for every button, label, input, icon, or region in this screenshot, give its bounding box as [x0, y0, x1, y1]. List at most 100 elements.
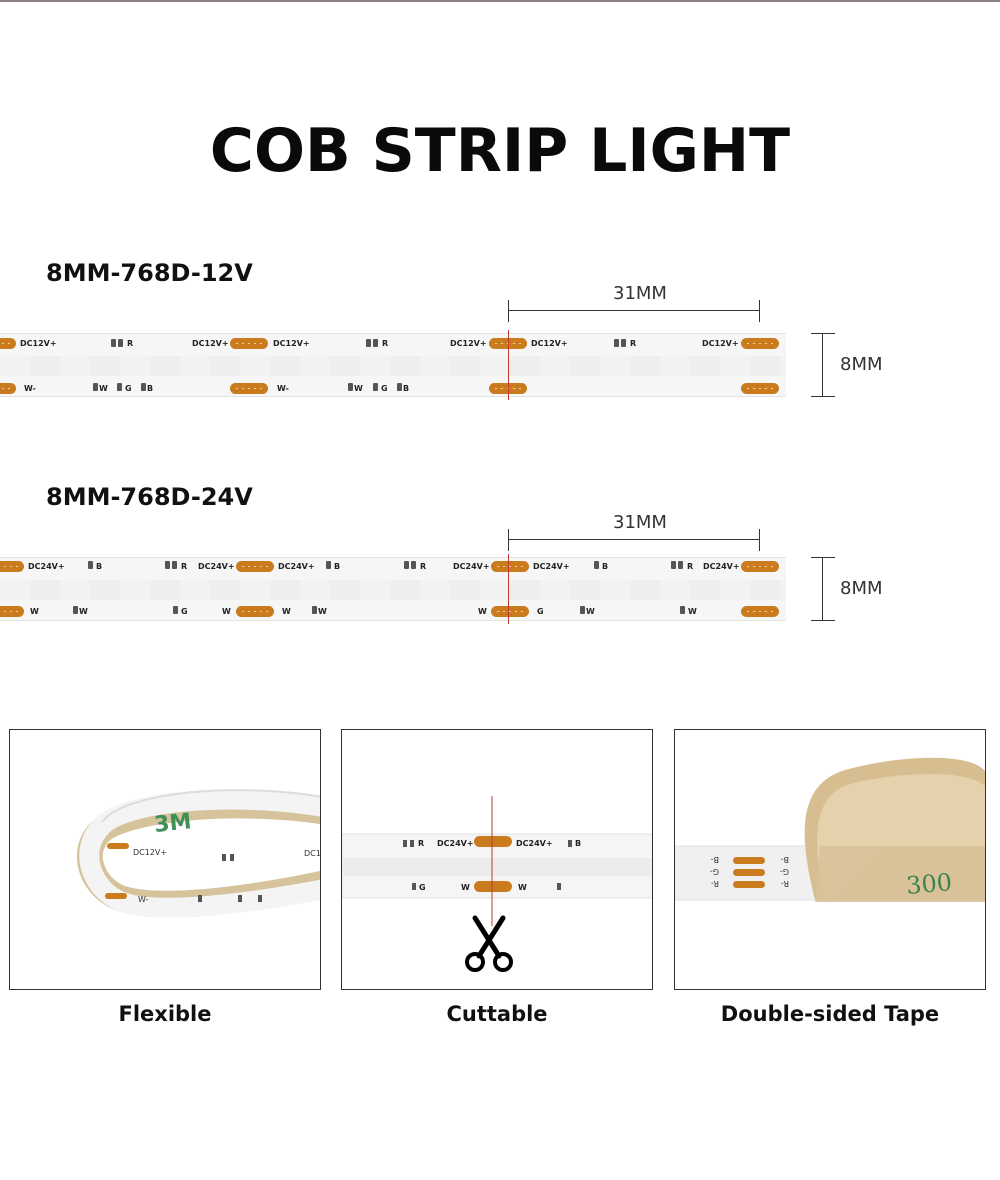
pad-label: DC24V+ [28, 562, 65, 571]
pad-label: G- [710, 867, 719, 876]
component [173, 606, 178, 614]
component [165, 561, 170, 569]
width-label: 8MM [840, 578, 883, 599]
component [93, 383, 98, 391]
pad-label: DC12V+ [273, 339, 310, 348]
component [326, 561, 331, 569]
pad-label: W [99, 384, 108, 393]
pad-label: R [181, 562, 188, 571]
solder-pad [474, 881, 512, 892]
solder-pad [0, 338, 16, 349]
component [397, 383, 402, 391]
component [348, 383, 353, 391]
cut-mark [508, 554, 509, 624]
solder-pad [491, 561, 529, 572]
pad-label: W- [24, 384, 36, 393]
tape-print-text: 300 [905, 868, 953, 900]
scissors-icon [465, 915, 513, 972]
component [141, 383, 146, 391]
pad-label: W [688, 607, 697, 616]
width-label: 8MM [840, 354, 883, 375]
pad-label: R [382, 339, 389, 348]
pad-label: W [79, 607, 88, 616]
component [404, 561, 409, 569]
component [678, 561, 683, 569]
pad-label: R [420, 562, 427, 571]
pad-label: B [147, 384, 154, 393]
model-label-24v: 8MM-768D-24V [46, 483, 253, 511]
pad-label: G [537, 607, 544, 616]
width-dim-top [811, 557, 835, 558]
component [312, 606, 317, 614]
component [373, 339, 378, 347]
cuttable-strip-illustration: R DC24V+ DC24V+ B G W W [342, 796, 652, 972]
length-dim-line [508, 310, 760, 311]
top-border [0, 0, 1000, 2]
component [73, 606, 78, 614]
cob-emitter [0, 356, 786, 376]
component [410, 840, 414, 847]
pad-label: G [125, 384, 132, 393]
tape-brand-text: 3M [153, 809, 193, 838]
solder-pad [107, 843, 129, 849]
page-title: COB STRIP LIGHT [209, 116, 791, 186]
component [671, 561, 676, 569]
component [366, 339, 371, 347]
length-label: 31MM [613, 512, 667, 533]
caption-double-sided-tape: Double-sided Tape [720, 1002, 940, 1026]
pad-label: B [334, 562, 341, 571]
pad-label: B- [711, 855, 719, 864]
length-dim-left-tick [508, 300, 509, 322]
solder-pad [474, 836, 512, 847]
pad-label: DC24V+ [533, 562, 570, 571]
solder-pad [0, 606, 24, 617]
component [614, 339, 619, 347]
pad-label: W [318, 607, 327, 616]
component [594, 561, 599, 569]
caption-flexible: Flexible [118, 1002, 212, 1026]
pad-label: DC24V+ [453, 562, 490, 571]
pad-label: B- [781, 855, 789, 864]
pad-label: W [461, 883, 470, 892]
component [680, 606, 685, 614]
pad-label: DC12V+ [450, 339, 487, 348]
pad-label: G- [780, 867, 789, 876]
flexible-strip-illustration: 3M DC12V+ DC1 W- [76, 789, 320, 918]
pad-label: DC24V+ [198, 562, 235, 571]
width-dim-bottom [811, 620, 835, 621]
pad-label: DC24V+ [516, 839, 553, 848]
strip-12v: DC12V+ R DC12V+ DC12V+ R DC12V+ DC12V+ R… [0, 333, 786, 397]
pad-label: W [282, 607, 291, 616]
solder-pad [733, 881, 765, 888]
component [88, 561, 93, 569]
component [412, 883, 416, 890]
solder-pad [741, 338, 779, 349]
component [111, 339, 116, 347]
solder-pad [741, 383, 779, 394]
strip-24v: DC24V+ B R DC24V+ DC24V+ B R DC24V+ DC24… [0, 557, 786, 621]
pad-label: W [222, 607, 231, 616]
component [258, 895, 262, 902]
pad-label: W [354, 384, 363, 393]
component [411, 561, 416, 569]
solder-pad [491, 606, 529, 617]
component [117, 383, 122, 391]
pad-label: DC24V+ [278, 562, 315, 571]
pad-label: B [96, 562, 103, 571]
component [172, 561, 177, 569]
pad-label: DC12V+ [192, 339, 229, 348]
cob-emitter [0, 580, 786, 600]
component [230, 854, 234, 861]
pad-label: G [181, 607, 188, 616]
strip-wire-label: W- [138, 895, 149, 904]
pad-label: W [30, 607, 39, 616]
length-dim-line [508, 539, 760, 540]
solder-pad [105, 893, 127, 899]
solder-pad [741, 606, 779, 617]
pad-label: R- [781, 879, 789, 888]
solder-pad [230, 338, 268, 349]
model-label-12v: 8MM-768D-12V [46, 259, 253, 287]
pad-label: W- [277, 384, 289, 393]
length-dim-left-tick [508, 529, 509, 551]
component [580, 606, 585, 614]
